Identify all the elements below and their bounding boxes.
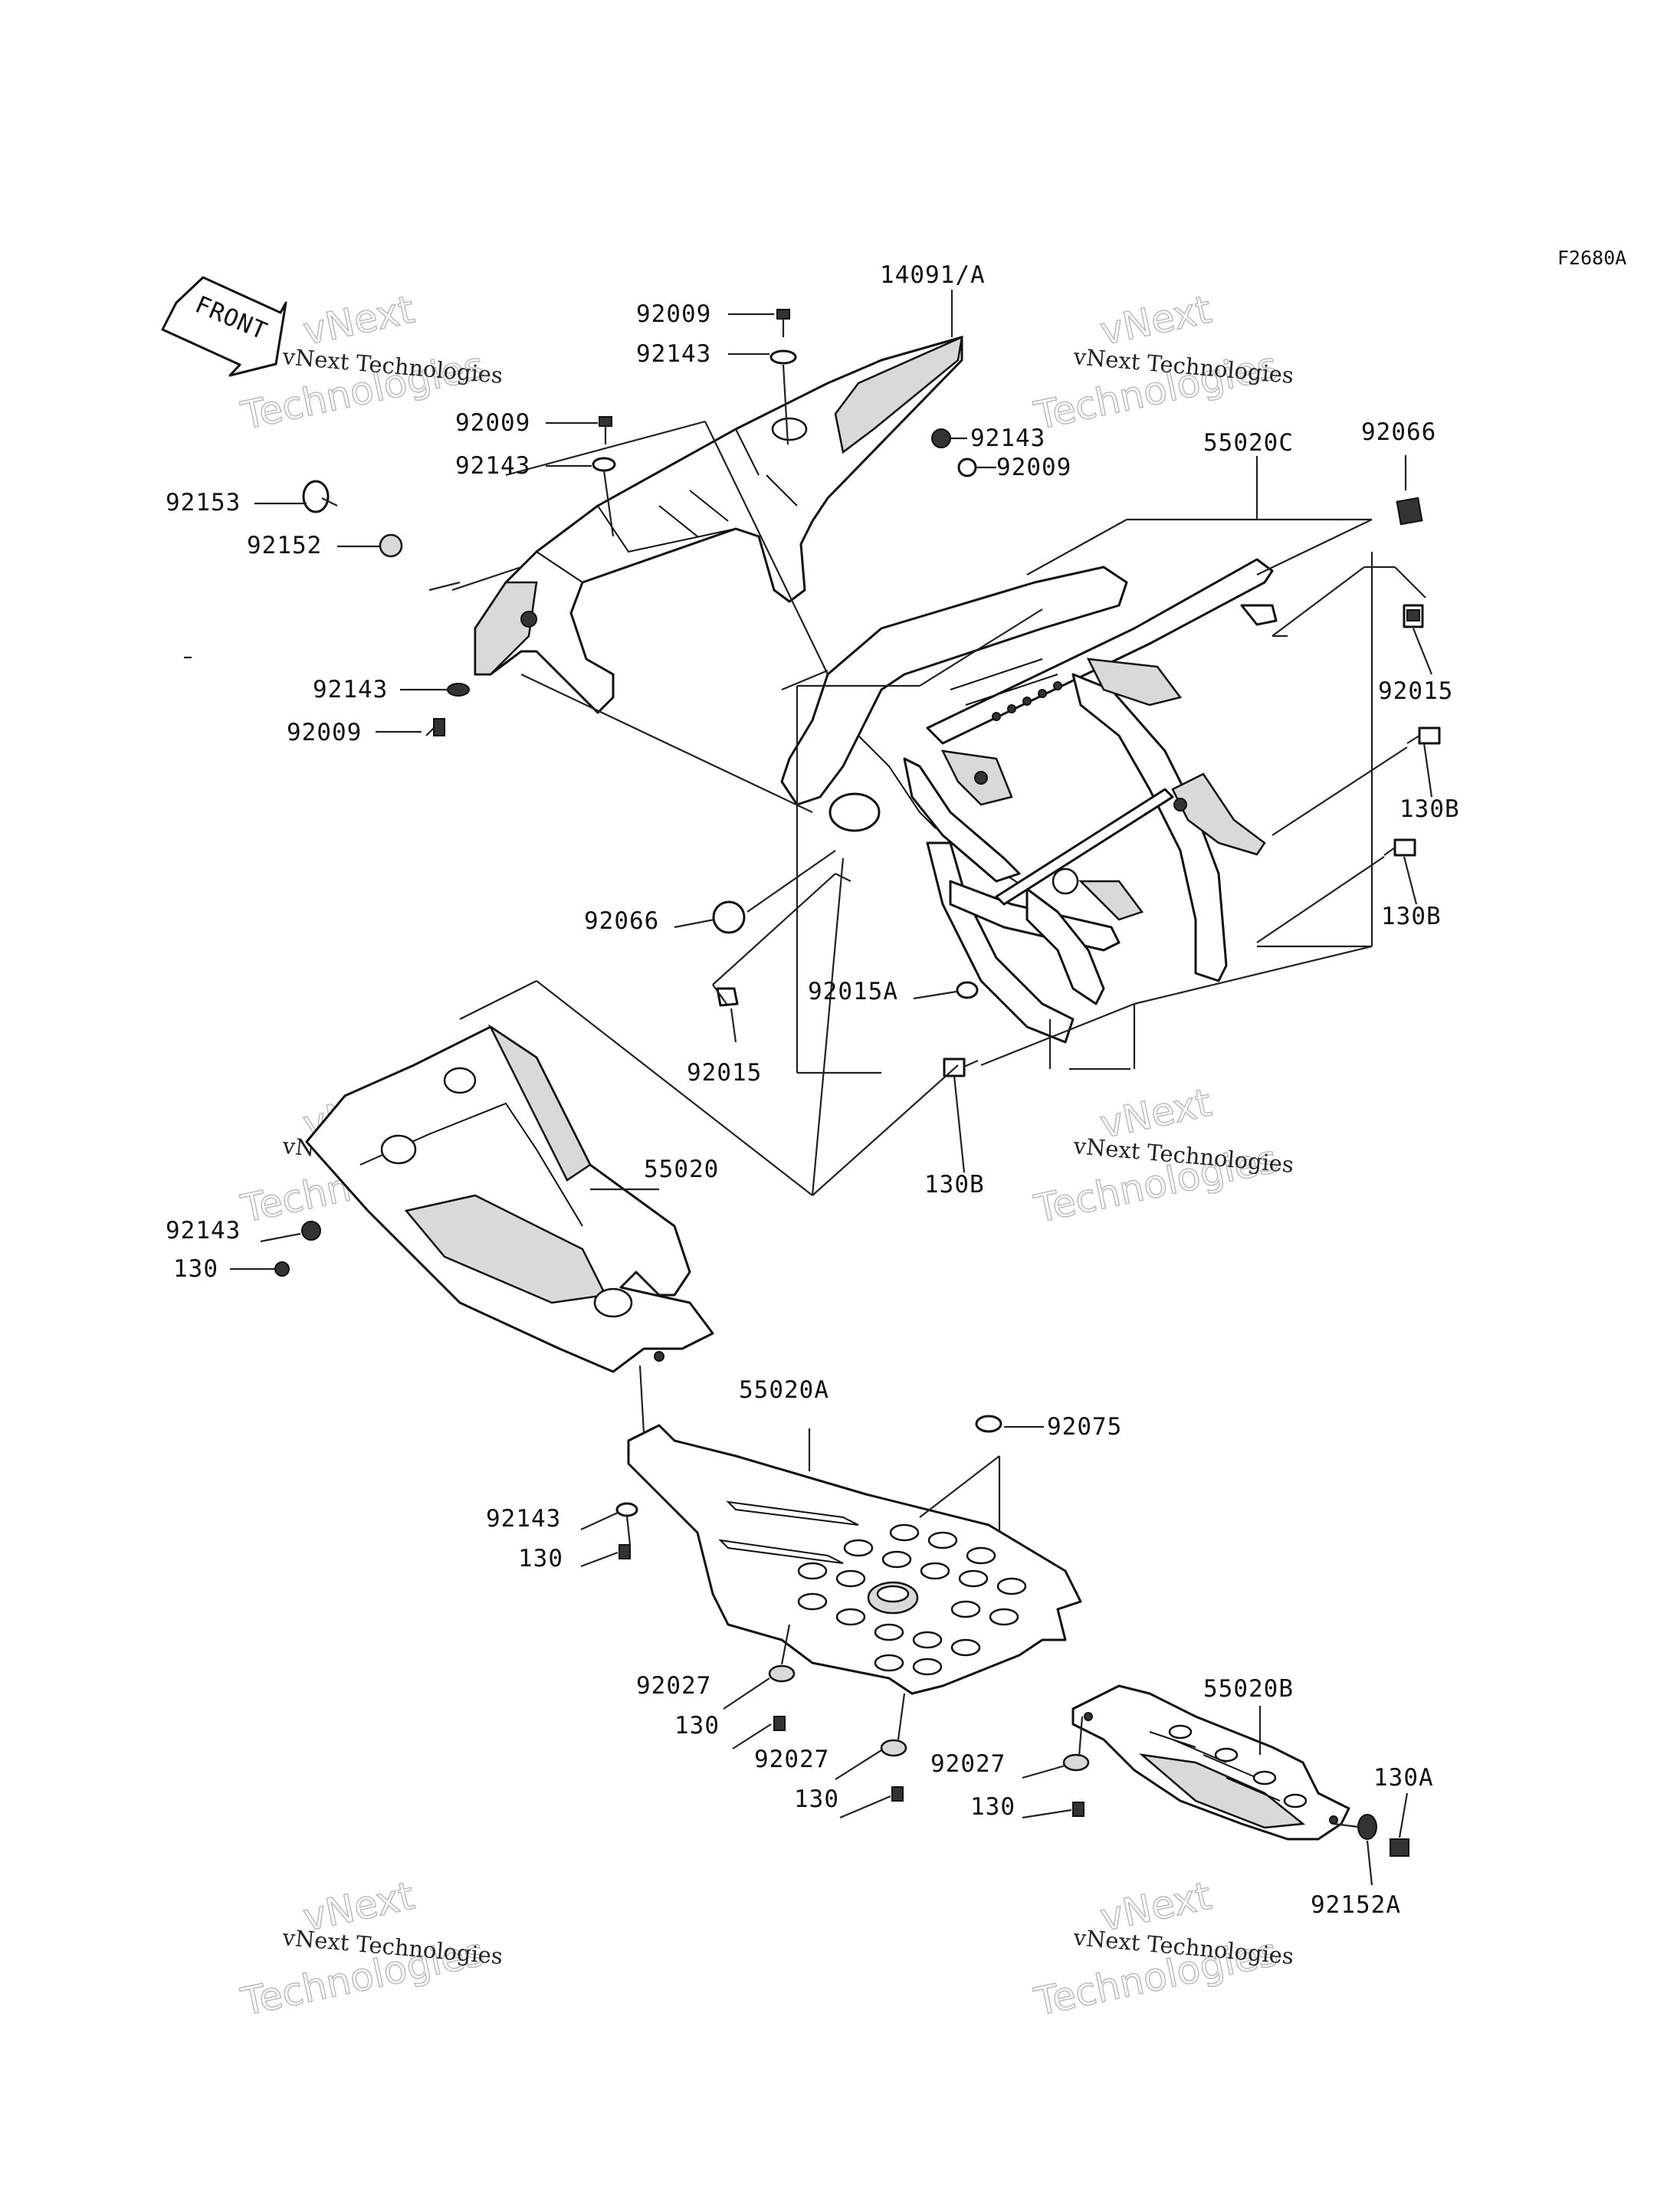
callout-130-3: 130 (794, 1785, 839, 1813)
bolt-130B-2-icon (1383, 838, 1416, 857)
callout-92152: 92152 (247, 532, 322, 559)
clip-92015A-icon (956, 981, 979, 999)
fasteners (274, 309, 1441, 1857)
callout-130B-3: 130B (924, 1171, 985, 1199)
callout-14091A: 14091/A (880, 261, 986, 289)
callout-92143-left: 92143 (313, 676, 388, 703)
washer-92143-mid-icon (592, 457, 616, 472)
cap-92066-bottom-icon (712, 900, 746, 934)
callout-92143-right: 92143 (970, 425, 1045, 452)
callout-92009-mid: 92009 (455, 409, 530, 437)
grommet-92152A-icon (1357, 1814, 1377, 1840)
bolt-130-4-icon (1072, 1802, 1084, 1817)
callout-55020A: 55020A (739, 1376, 829, 1404)
callout-92009-right: 92009 (996, 454, 1071, 481)
callout-92009-left: 92009 (287, 719, 362, 746)
skid-plate-55020A (627, 1424, 1082, 1695)
callout-130B-1: 130B (1399, 795, 1460, 823)
callout-55020B: 55020B (1203, 1675, 1294, 1703)
bolt-130-plate-icon (619, 1544, 631, 1559)
washer-92027-1-icon (768, 1664, 796, 1683)
callout-92152A: 92152A (1311, 1891, 1401, 1919)
washer-92143-top-icon (769, 349, 797, 365)
callout-92143-mid: 92143 (455, 452, 530, 480)
bolt-130B-1-icon (1406, 726, 1441, 745)
callout-92015A: 92015A (808, 978, 898, 1005)
callout-92027-3: 92027 (930, 1750, 1006, 1778)
watermark-mid-right: vNext Technologies vNext Technologies (1030, 1080, 1295, 1232)
cap-92066-top-icon (1396, 497, 1423, 526)
skid-plate-55020B (1071, 1684, 1350, 1841)
svg-text:vNext: vNext (1096, 287, 1215, 354)
screw-92153-icon (302, 480, 338, 513)
watermark-bottom-right: vNext Technologies vNext Technologies (1030, 1873, 1295, 2025)
bolt-130-3-icon (891, 1786, 904, 1802)
bolt-92009-mid-icon (599, 416, 612, 444)
frame-guard-55020C (780, 558, 1278, 1044)
callout-92075: 92075 (1047, 1413, 1122, 1441)
callout-55020: 55020 (644, 1156, 719, 1183)
washer-92027-3-icon (1062, 1753, 1090, 1772)
bolt-130-lower-icon (274, 1261, 290, 1277)
clip-92015-bottom-icon (716, 987, 739, 1007)
callout-92143-lower: 92143 (166, 1217, 241, 1244)
clip-92015-right-icon (1403, 604, 1424, 628)
callout-130-lower: 130 (173, 1255, 218, 1283)
grommet-92152-icon (379, 533, 403, 558)
bolt-130-2-icon (773, 1716, 786, 1731)
watermark-bottom-left: vNext Technologies vNext Technologies (237, 1873, 504, 2025)
callout-92009-top: 92009 (636, 300, 711, 328)
callout-130-2: 130 (674, 1712, 720, 1740)
callout-92066-top: 92066 (1361, 418, 1436, 446)
callout-92153: 92153 (166, 489, 241, 516)
callout-130B-2: 130B (1381, 903, 1442, 930)
bolt-92009-left-icon (425, 718, 445, 736)
leader-lines (184, 290, 1433, 1886)
bolt-92009-top-icon (776, 309, 790, 337)
callout-130-plate: 130 (518, 1545, 563, 1572)
diagram-code: F2680A (1557, 247, 1626, 269)
washer-92143-plate-icon (615, 1502, 638, 1517)
side-guard-55020 (305, 1024, 714, 1373)
watermark-top-right: vNext Technologies vNext Technologies (1030, 287, 1295, 439)
nut-92143-lower-icon (301, 1221, 321, 1241)
callout-130A: 130A (1373, 1764, 1434, 1792)
callout-92027-2: 92027 (754, 1746, 829, 1773)
callout-92015-right: 92015 (1378, 677, 1453, 705)
callout-92143-plate: 92143 (486, 1505, 561, 1533)
callout-92143-top: 92143 (636, 340, 711, 368)
callout-55020C: 55020C (1203, 429, 1294, 457)
bolt-130A-icon (1390, 1838, 1409, 1857)
callout-130-4: 130 (970, 1793, 1016, 1821)
washer-92027-2-icon (880, 1739, 907, 1757)
callout-92027-1: 92027 (636, 1672, 711, 1700)
upper-guard-14091A (474, 335, 963, 714)
callout-92015-bottom: 92015 (687, 1059, 762, 1087)
callout-labels: 14091/A 92009 92143 92143 92009 92009 92… (166, 261, 1460, 1919)
bolt-92009-right-icon (957, 457, 977, 477)
svg-text:vNext: vNext (299, 287, 418, 354)
front-arrow-icon: FRONT (161, 276, 287, 377)
skid-plate-holes (797, 1523, 1027, 1676)
cap-92075-icon (975, 1415, 1002, 1433)
nut-92143-right-icon (931, 428, 951, 448)
washer-92143-left-icon (447, 683, 470, 697)
callout-92066-bottom: 92066 (584, 907, 659, 935)
